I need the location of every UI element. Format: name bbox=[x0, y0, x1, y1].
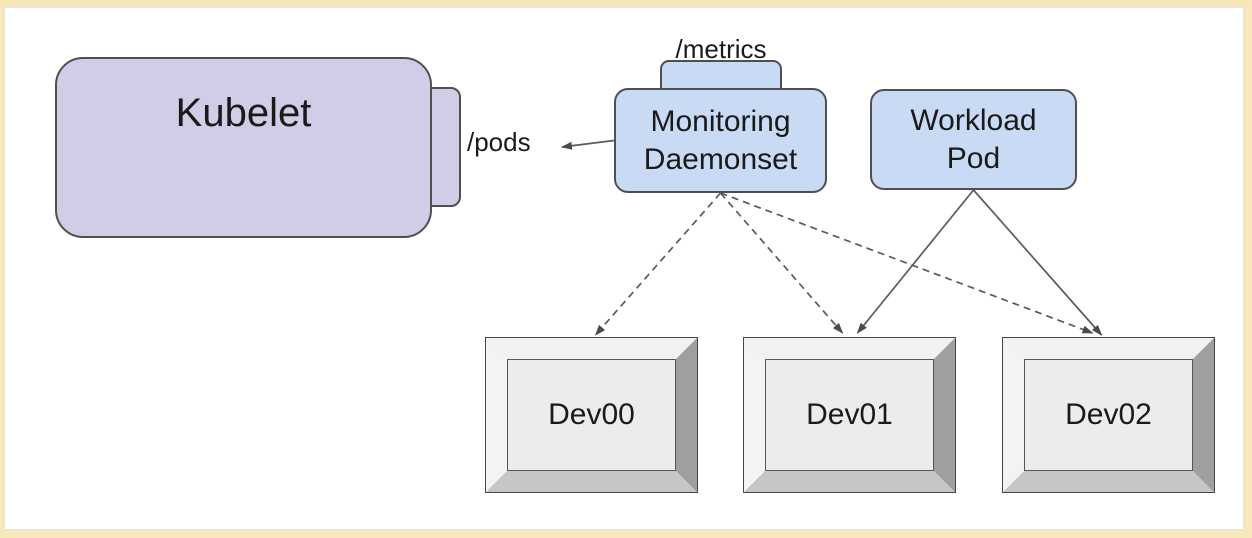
edge-workload_pod-to-dev02 bbox=[972, 189, 1103, 336]
device-label: Dev00 bbox=[548, 398, 635, 431]
node-dev01: Dev01 bbox=[743, 337, 956, 493]
metrics-endpoint-label: /metrics bbox=[675, 34, 767, 64]
edge-monitoring_daemonset-to-dev00 bbox=[594, 192, 722, 336]
device-bevel: Dev01 bbox=[744, 338, 955, 492]
node-dev02: Dev02 bbox=[1002, 337, 1215, 493]
workload-pod-label: Workload Pod bbox=[910, 103, 1037, 175]
device-face: Dev02 bbox=[1024, 359, 1193, 471]
node-workload-pod: Workload Pod bbox=[870, 89, 1077, 190]
device-bevel: Dev02 bbox=[1003, 338, 1214, 492]
edge-monitoring_daemonset-to-dev02 bbox=[720, 192, 1094, 334]
node-monitoring-daemonset: Monitoring Daemonset bbox=[614, 88, 827, 193]
node-kubelet: Kubelet bbox=[55, 57, 432, 238]
device-face: Dev00 bbox=[507, 359, 676, 471]
monitoring-daemonset-label: Monitoring Daemonset bbox=[643, 104, 798, 176]
edge-workload_pod-to-dev01 bbox=[856, 189, 975, 334]
edge-monitoring_daemonset-to-dev01 bbox=[719, 192, 844, 334]
device-label: Dev01 bbox=[806, 398, 893, 431]
device-face: Dev01 bbox=[765, 359, 934, 471]
pods-endpoint-label: /pods bbox=[467, 127, 531, 157]
device-bevel: Dev00 bbox=[486, 338, 697, 492]
edge-monitoring_daemonset-to-pods_label bbox=[561, 139, 615, 150]
device-label: Dev02 bbox=[1065, 398, 1152, 431]
node-dev00: Dev00 bbox=[485, 337, 698, 493]
kubelet-label: Kubelet bbox=[175, 91, 312, 135]
